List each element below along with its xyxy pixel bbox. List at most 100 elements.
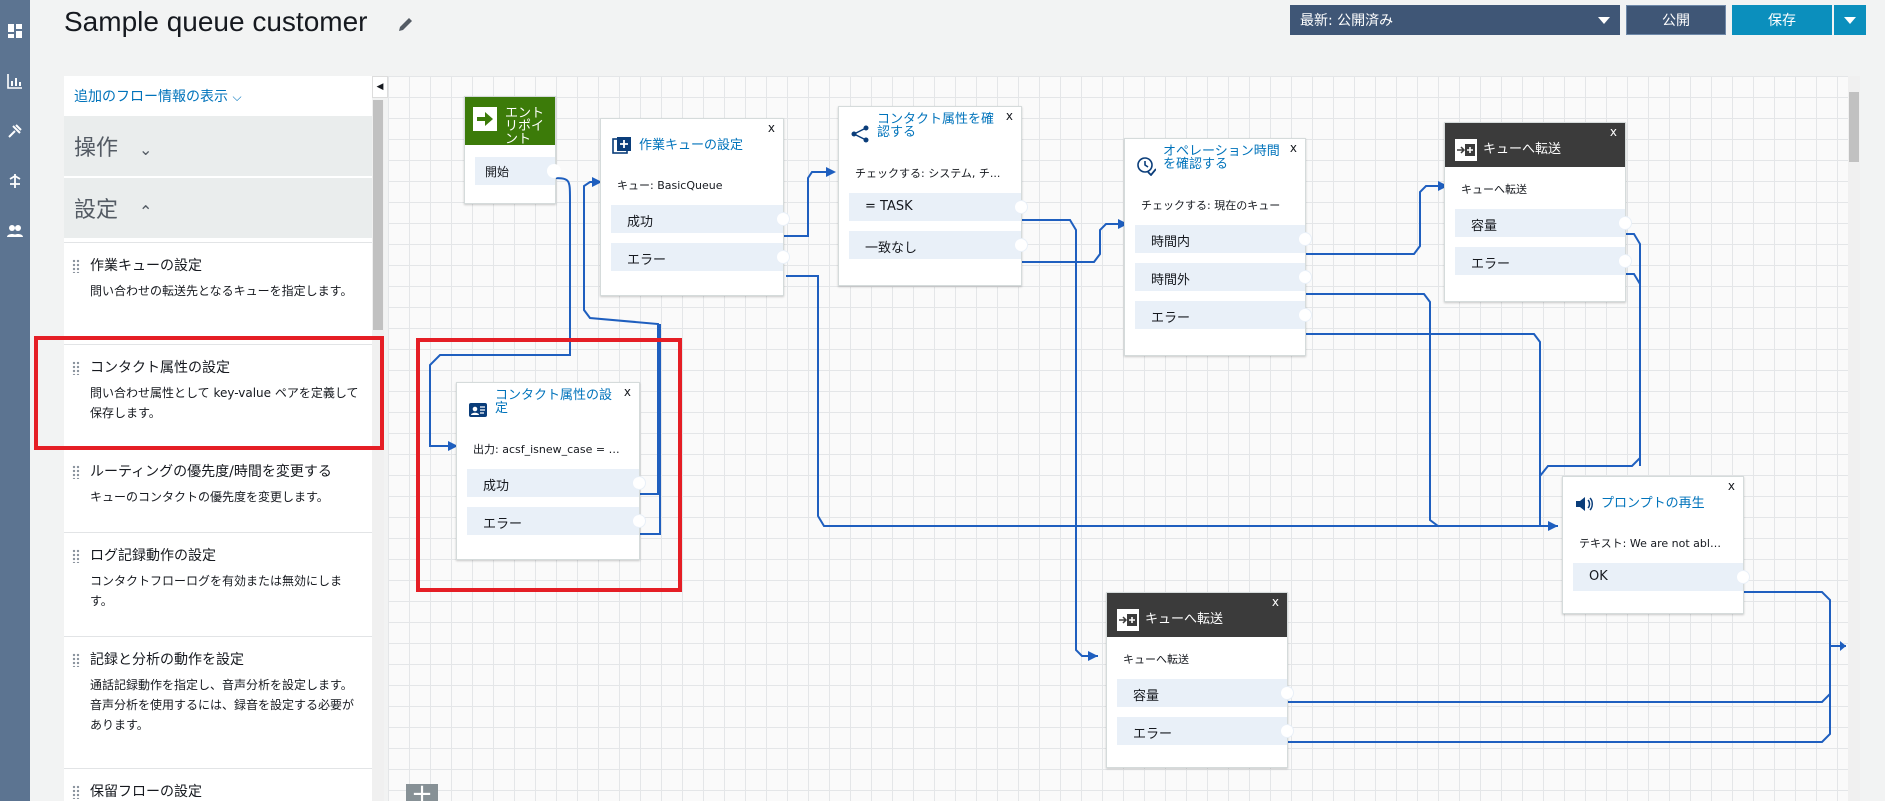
- branch-capacity[interactable]: 容量: [1117, 679, 1294, 707]
- branch-label: 容量: [1471, 219, 1498, 234]
- drag-handle-icon[interactable]: [72, 549, 80, 563]
- check-hours-block[interactable]: オペレーション時間を確認する x チェックする: 現在のキュー 時間内 時間外 …: [1124, 138, 1312, 356]
- branch-error[interactable]: エラー: [1117, 717, 1294, 745]
- connector-port[interactable]: [776, 250, 790, 264]
- check-contact-attributes-block[interactable]: コンタクト属性を確認する x チェックする: システム, チ... = TASK…: [838, 106, 1028, 286]
- connector-port[interactable]: [1618, 254, 1632, 268]
- chevron-down-icon: ⌵: [232, 90, 242, 104]
- branch-error[interactable]: エラー: [1455, 247, 1632, 275]
- save-button[interactable]: 保存: [1732, 5, 1832, 35]
- transfer-to-queue-block[interactable]: キューへ転送 x キューへ転送 容量 エラー: [1106, 592, 1294, 768]
- drag-handle-icon[interactable]: [72, 465, 80, 479]
- branch-no-match[interactable]: 一致なし: [849, 231, 1028, 259]
- section-settings[interactable]: 設定 ⌃: [64, 178, 372, 238]
- contact-card-icon: [467, 399, 489, 421]
- close-icon[interactable]: x: [1289, 141, 1297, 155]
- palette-item[interactable]: 保留フローの設定: [64, 768, 372, 801]
- nav-rail: [0, 0, 30, 801]
- palette-item[interactable]: 作業キューの設定 問い合わせの転送先となるキューを指定します。: [64, 242, 372, 332]
- set-working-queue-block[interactable]: 作業キューの設定 x キュー: BasicQueue 成功 エラー: [600, 118, 790, 296]
- set-contact-attributes-block[interactable]: コンタクト属性の設定 x 出力: acsf_isnew_case = false…: [456, 382, 646, 560]
- branch-task[interactable]: = TASK: [849, 193, 1028, 221]
- palette-item-title: ルーティングの優先度/時間を変更する: [90, 464, 332, 480]
- collapse-panel-button[interactable]: ◀: [372, 76, 388, 98]
- close-icon[interactable]: x: [1727, 479, 1735, 493]
- canvas-scrollbar[interactable]: [1848, 76, 1860, 801]
- panel-scrollbar-thumb[interactable]: [373, 100, 383, 330]
- publish-button[interactable]: 公開: [1626, 5, 1726, 35]
- branch-success[interactable]: 成功: [467, 469, 646, 497]
- block-subtitle: キュー: BasicQueue: [617, 179, 723, 192]
- routing-icon[interactable]: [4, 120, 26, 142]
- branch-success[interactable]: 成功: [611, 205, 790, 233]
- highlight-box: [416, 338, 682, 592]
- more-flow-info-label: 追加のフロー情報の表示: [74, 89, 228, 105]
- branch-label: エラー: [1471, 257, 1511, 272]
- branch-label: エラー: [1151, 311, 1191, 326]
- branch-ok[interactable]: OK: [1573, 563, 1750, 591]
- connector-port[interactable]: [776, 212, 790, 226]
- entry-point-block[interactable]: エントリポイント 開始: [464, 96, 561, 204]
- more-flow-info-link[interactable]: 追加のフロー情報の表示 ⌵: [74, 86, 242, 106]
- block-title: キューへ転送: [1145, 612, 1224, 627]
- connector-port[interactable]: [632, 514, 646, 528]
- block-palette: 追加のフロー情報の表示 ⌵ 操作 ⌄ 設定 ⌃ 作業キューの設定 問い合わせの転…: [64, 76, 372, 801]
- connector-port[interactable]: [1280, 724, 1294, 738]
- dashboard-icon[interactable]: [4, 20, 26, 42]
- connector-port[interactable]: [1298, 308, 1312, 322]
- branch-capacity[interactable]: 容量: [1455, 209, 1632, 237]
- close-icon[interactable]: x: [623, 385, 631, 399]
- palette-item[interactable]: 記録と分析の動作を設定 通話記録動作を指定し、音声分析を設定します。音声分析を使…: [64, 636, 372, 756]
- palette-item-desc: 問い合わせの転送先となるキューを指定します。: [90, 284, 353, 298]
- drag-handle-icon[interactable]: [72, 653, 80, 667]
- palette-item[interactable]: コンタクト属性の設定 問い合わせ属性として key-value ペアを定義して保…: [64, 344, 372, 432]
- drag-handle-icon[interactable]: [72, 259, 80, 273]
- drag-handle-icon[interactable]: [72, 785, 80, 799]
- close-icon[interactable]: x: [1609, 125, 1617, 139]
- users-icon[interactable]: [4, 220, 26, 242]
- close-icon[interactable]: x: [767, 121, 775, 135]
- section-operations[interactable]: 操作 ⌄: [64, 116, 372, 176]
- close-icon[interactable]: x: [1271, 595, 1279, 609]
- connector-port[interactable]: [1280, 686, 1294, 700]
- branch-error[interactable]: エラー: [467, 507, 646, 535]
- block-subtitle: キューへ転送: [1461, 183, 1527, 196]
- connector-port[interactable]: [1014, 200, 1028, 214]
- add-icon[interactable]: +: [406, 781, 438, 801]
- branch-error[interactable]: エラー: [611, 243, 790, 271]
- connector-port[interactable]: [1014, 238, 1028, 252]
- version-select[interactable]: 最新: 公開済み: [1290, 5, 1620, 35]
- channels-icon[interactable]: [4, 170, 26, 192]
- branch-error[interactable]: エラー: [1135, 301, 1312, 329]
- pencil-icon[interactable]: [396, 14, 416, 34]
- clock-check-icon: [1135, 155, 1157, 177]
- drag-handle-icon[interactable]: [72, 361, 80, 375]
- connector-port[interactable]: [547, 164, 561, 178]
- play-prompt-block[interactable]: プロンプトの再生 x テキスト: We are not able t... OK: [1562, 476, 1750, 614]
- branch-label: エラー: [627, 253, 667, 268]
- connector-port[interactable]: [1618, 216, 1632, 230]
- chevron-down-icon: [1844, 16, 1856, 24]
- block-subtitle: チェックする: システム, チ...: [855, 167, 1001, 180]
- palette-item-title: 保留フローの設定: [90, 784, 202, 800]
- connector-port[interactable]: [1298, 270, 1312, 284]
- close-icon[interactable]: x: [1005, 109, 1013, 123]
- section-settings-label: 設定: [74, 198, 119, 223]
- transfer-to-queue-block[interactable]: キューへ転送 x キューへ転送 容量 エラー: [1444, 122, 1632, 302]
- branch-in-hours[interactable]: 時間内: [1135, 225, 1312, 253]
- connector-port[interactable]: [1298, 232, 1312, 246]
- save-options-button[interactable]: [1834, 5, 1866, 35]
- branch-out-of-hours[interactable]: 時間外: [1135, 263, 1312, 291]
- metrics-icon[interactable]: [4, 70, 26, 92]
- connector-port[interactable]: [1736, 570, 1750, 584]
- branch-start[interactable]: 開始: [475, 157, 561, 185]
- palette-item-desc: 問い合わせ属性として key-value ペアを定義して保存します。: [90, 386, 359, 420]
- arrow-right-icon: [473, 107, 497, 131]
- palette-item[interactable]: ログ記録動作の設定 コンタクトフローログを有効または無効にします。: [64, 532, 372, 628]
- entry-point-title: エントリポイント: [505, 106, 545, 147]
- panel-scrollbar[interactable]: [372, 100, 384, 801]
- section-operations-label: 操作: [74, 136, 119, 161]
- palette-item[interactable]: ルーティングの優先度/時間を変更する キューのコンタクトの優先度を変更します。: [64, 448, 372, 540]
- canvas-scrollbar-thumb[interactable]: [1849, 92, 1859, 162]
- connector-port[interactable]: [632, 476, 646, 490]
